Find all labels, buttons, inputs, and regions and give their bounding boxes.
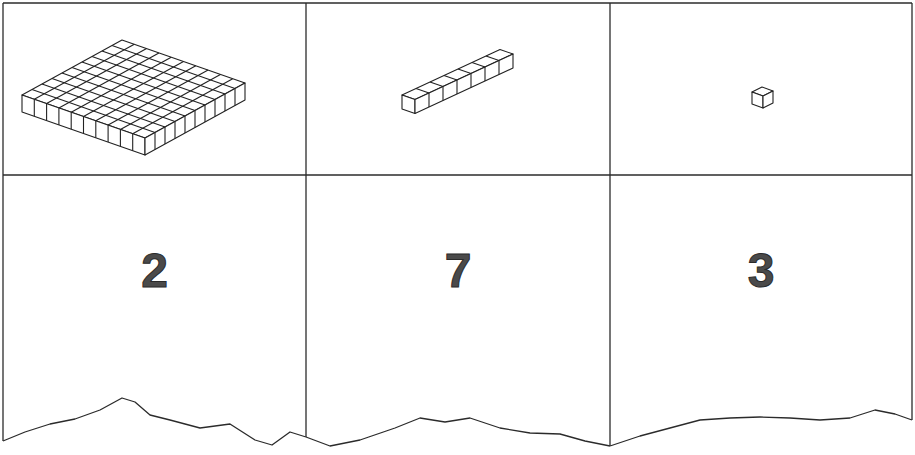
place-value-cell: 2 (4, 236, 305, 306)
torn-edge (610, 410, 912, 446)
place-value-digit: 3 (748, 247, 775, 295)
torn-edge (3, 398, 306, 445)
torn-edge (306, 418, 610, 446)
place-value-digit: 2 (141, 247, 168, 295)
place-value-digit: 7 (445, 247, 472, 295)
place-value-cell: 7 (307, 236, 609, 306)
unit-cube (752, 87, 773, 108)
place-value-cell: 3 (611, 236, 911, 306)
tens-rod (402, 50, 513, 114)
hundreds-flat (22, 40, 245, 155)
